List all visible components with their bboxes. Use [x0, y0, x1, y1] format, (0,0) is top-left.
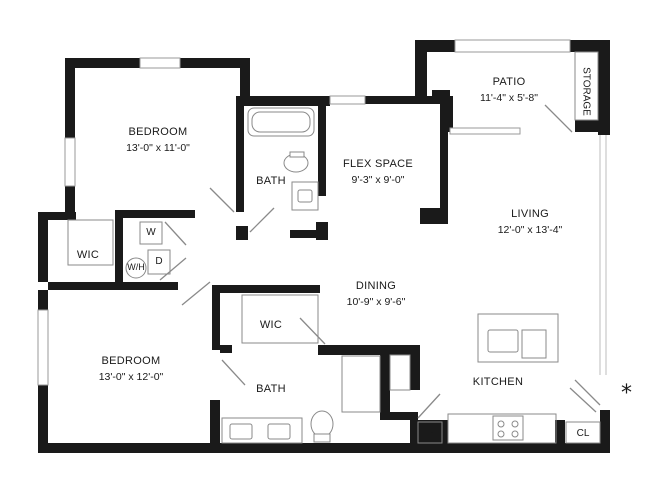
room-bedroom-2: BEDROOM 13'-0" x 12'-0": [99, 353, 164, 385]
room-dimensions: 9'-3" x 9'-0": [351, 174, 405, 186]
washer-label: W: [146, 227, 156, 238]
dryer-label: D: [155, 256, 163, 267]
room-name: BEDROOM: [128, 126, 188, 138]
room-dimensions: 13'-0" x 11'-0": [126, 142, 190, 154]
room-bath-1: BATH: [256, 173, 286, 189]
room-name: LIVING: [511, 208, 549, 220]
pantry-label: P: [426, 428, 434, 439]
doors: [159, 104, 601, 419]
fixtures: [67, 51, 601, 444]
room-bath-2: BATH: [256, 381, 286, 397]
room-dimensions: 11'-4" x 5'-8": [480, 92, 538, 104]
interior-walls: [48, 96, 448, 420]
room-name: WIC: [259, 319, 283, 331]
room-bedroom-1: BEDROOM 13'-0" x 11'-0": [126, 124, 190, 156]
room-name: KITCHEN: [472, 376, 524, 388]
room-patio: PATIO 11'-4" x 5'-8": [480, 74, 538, 106]
room-name: FLEX SPACE: [342, 158, 414, 170]
room-name: DINING: [355, 280, 397, 292]
room-kitchen: KITCHEN: [473, 374, 523, 390]
entry-marker: *: [621, 381, 632, 406]
room-wic-1: WIC: [77, 247, 99, 263]
room-dimensions: 10'-9" x 9'-6": [346, 296, 406, 308]
windows: [37, 39, 607, 386]
room-name: BATH: [256, 383, 286, 395]
room-living: LIVING 12'-0" x 13'-4": [498, 206, 563, 238]
washer-dryer-label: W/H: [127, 262, 145, 272]
closet-label: CL: [576, 428, 590, 439]
room-name: PATIO: [492, 76, 526, 88]
room-name: BATH: [256, 175, 286, 187]
room-dimensions: 12'-0" x 13'-4": [497, 224, 563, 236]
room-wic-2: WIC: [260, 317, 282, 333]
room-dimensions: 13'-0" x 12'-0": [98, 371, 164, 383]
room-dining: DINING 10'-9" x 9'-6": [347, 278, 406, 310]
room-flex-space: FLEX SPACE 9'-3" x 9'-0": [343, 156, 413, 188]
room-storage: STORAGE: [580, 67, 592, 116]
room-name: WIC: [76, 249, 100, 261]
room-name: BEDROOM: [101, 355, 161, 367]
